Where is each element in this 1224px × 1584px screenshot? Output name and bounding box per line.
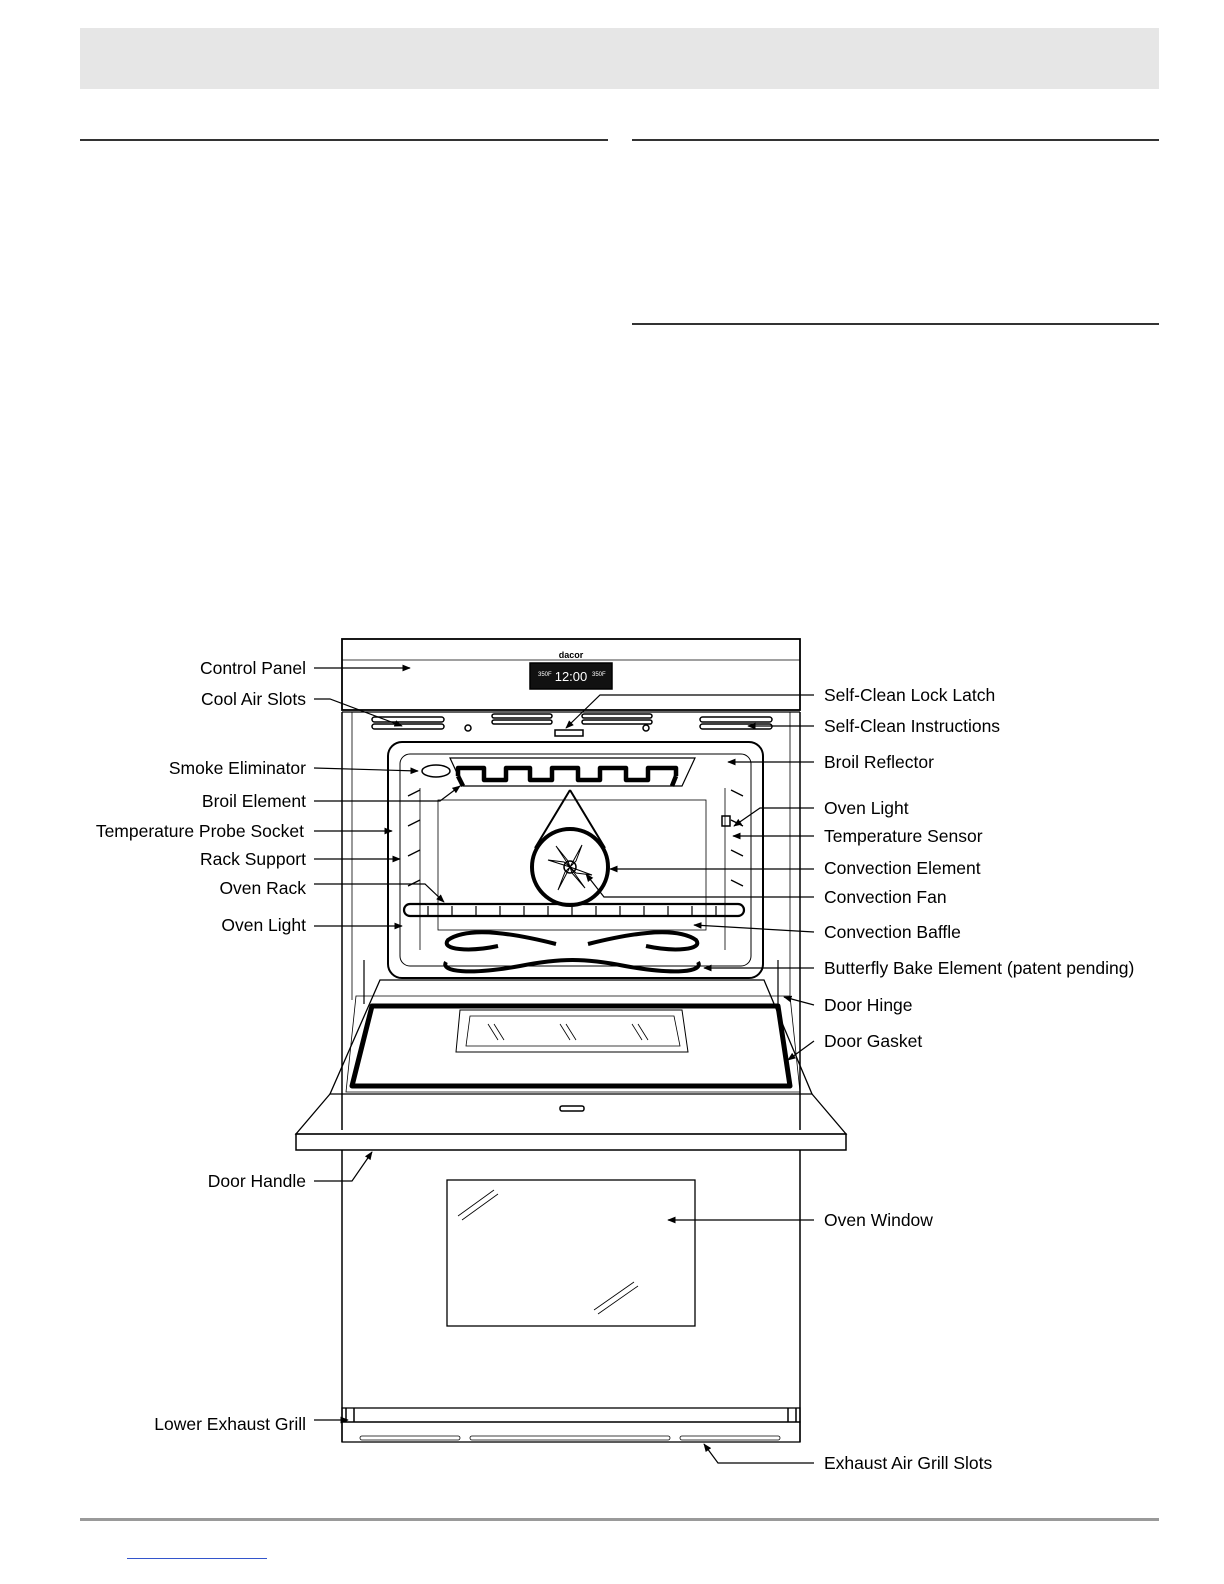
clock-display-screen [529, 662, 613, 690]
label-oven-light-right: Oven Light [824, 798, 909, 818]
label-door-gasket: Door Gasket [824, 1031, 923, 1051]
column-rule-right [632, 139, 1159, 141]
label-control-panel: Control Panel [199, 658, 306, 678]
label-self-clean-lock-latch: Self-Clean Lock Latch [824, 685, 996, 705]
control-panel-housing [341, 638, 801, 711]
label-oven-window: Oven Window [824, 1210, 933, 1230]
display-temp-left: 350F [538, 672, 552, 678]
label-broil-reflector: Broil Reflector [824, 752, 934, 772]
label-temperature-probe-socket: Temperature Probe Socket [95, 821, 304, 841]
label-convection-baffle: Convection Baffle [824, 922, 961, 942]
label-temperature-sensor: Temperature Sensor [824, 826, 983, 846]
label-exhaust-air-grill-slots: Exhaust Air Grill Slots [824, 1453, 993, 1473]
column-rule-right-lower [632, 323, 1159, 325]
label-door-hinge: Door Hinge [824, 995, 913, 1015]
oven-window-shape [446, 1179, 696, 1327]
label-rack-support: Rack Support [199, 849, 306, 869]
door-handle-shape [295, 1133, 847, 1151]
label-self-clean-instructions: Self-Clean Instructions [824, 716, 1001, 736]
label-convection-fan: Convection Fan [824, 887, 947, 907]
header-band [80, 28, 1159, 89]
lock-latch [554, 729, 584, 737]
label-broil-element: Broil Element [201, 791, 306, 811]
label-door-handle: Door Handle [207, 1171, 306, 1191]
column-rule-left [80, 139, 608, 141]
smoke-eliminator-shape [421, 764, 451, 778]
temperature-sensor-shape [721, 815, 731, 827]
clock-display: 12:00 [555, 669, 588, 684]
footer-link-underline[interactable] [127, 1558, 267, 1559]
label-cool-air-slots: Cool Air Slots [200, 689, 306, 709]
display-temp-right: 350F [592, 672, 606, 678]
label-oven-rack: Oven Rack [219, 878, 306, 898]
label-convection-element: Convection Element [824, 858, 981, 878]
brand-logo: dacor [559, 650, 584, 660]
label-butterfly-bake-element: Butterfly Bake Element (patent pending) [824, 958, 1135, 978]
label-oven-light-left: Oven Light [221, 915, 306, 935]
footer-rule [80, 1518, 1159, 1521]
label-smoke-eliminator: Smoke Eliminator [168, 758, 306, 778]
label-lower-exhaust-grill: Lower Exhaust Grill [154, 1414, 306, 1434]
